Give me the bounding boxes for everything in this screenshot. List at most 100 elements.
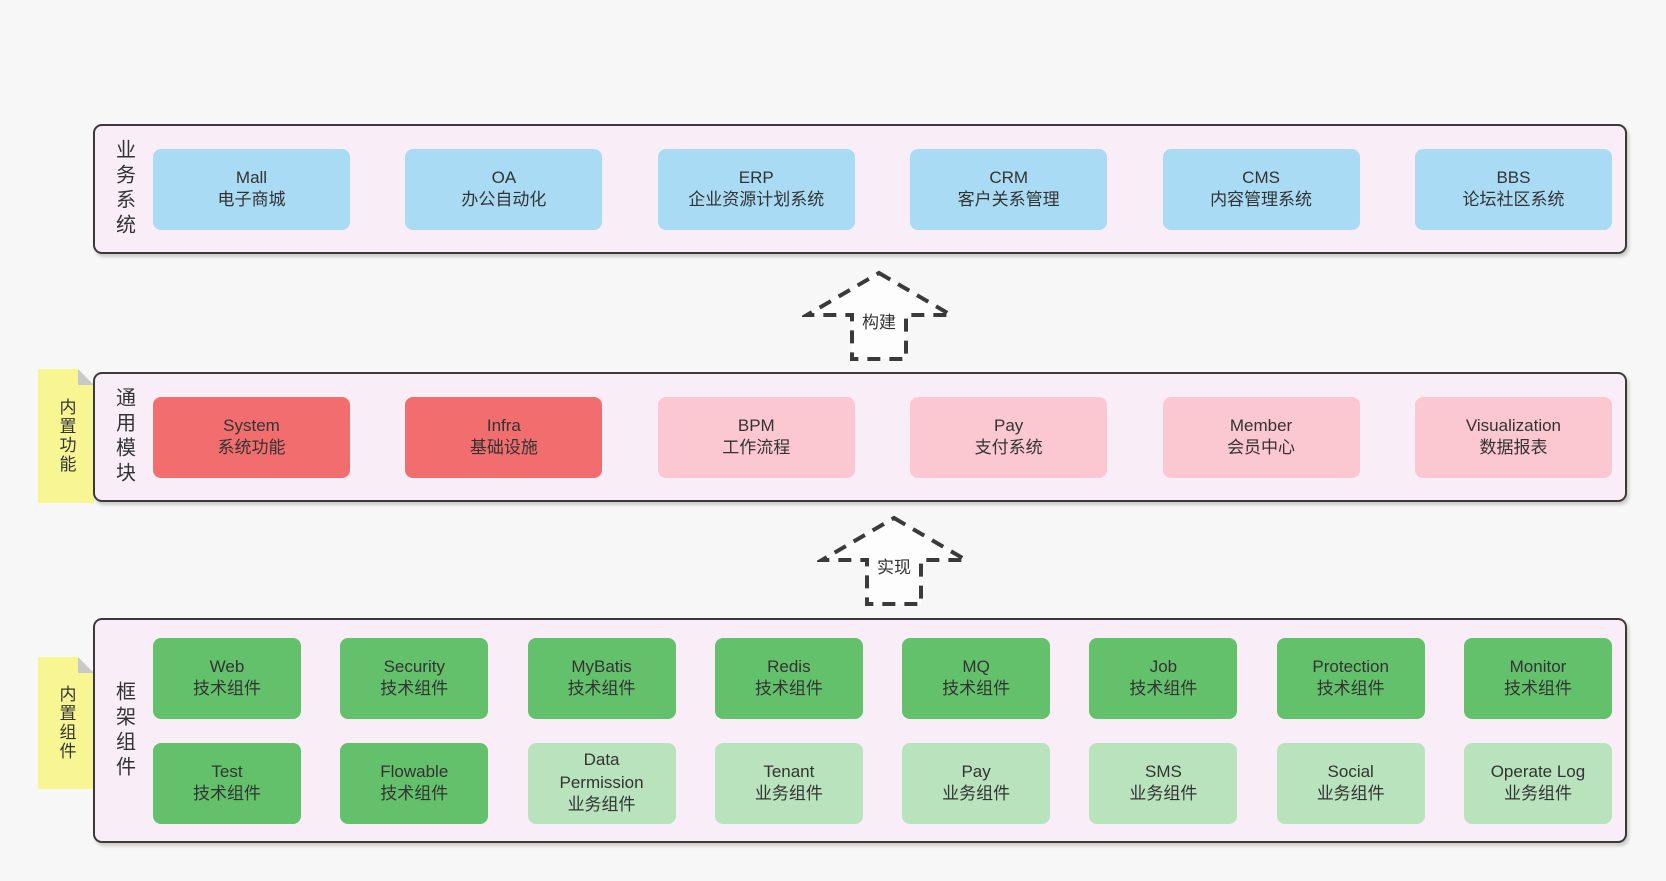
box-subtitle: 会员中心 [1227, 438, 1296, 457]
box-erp: ERP 企业资源计划系统 [657, 148, 855, 230]
box-flowable: Flowable 技术组件 [340, 742, 489, 824]
box-pay: Pay 支付系统 [910, 396, 1108, 478]
section-common-modules: 通用模块 System 系统功能 Infra 基础设施 BPM 工作流程 Pay [93, 372, 1627, 502]
box-web: Web 技术组件 [153, 637, 301, 719]
box-redis: Redis 技术组件 [714, 637, 863, 719]
box-visualization: Visualization 数据报表 [1414, 396, 1612, 478]
box-subtitle: 技术组件 [193, 784, 261, 803]
folded-corner-icon [78, 657, 94, 673]
box-subtitle: 支付系统 [974, 438, 1043, 457]
box-title: Test [211, 761, 243, 781]
box-system: System 系统功能 [153, 396, 350, 478]
box-job: Job 技术组件 [1089, 637, 1238, 719]
box-title: Monitor [1509, 656, 1567, 676]
box-member: Member 会员中心 [1162, 396, 1360, 478]
section-content: System 系统功能 Infra 基础设施 BPM 工作流程 Pay 支付系统… [153, 374, 1625, 500]
tag-label: 内置组件 [56, 685, 76, 761]
box-subtitle: 企业资源计划系统 [688, 190, 825, 209]
box-subtitle: 客户关系管理 [957, 190, 1060, 209]
section-label-column: 业务系统 [95, 126, 153, 252]
box-title: SMS [1144, 761, 1182, 781]
box-subtitle: 技术组件 [380, 679, 449, 698]
arrow-label: 实现 [874, 553, 914, 578]
note-tag-builtin-features: 内置功能 [38, 369, 94, 503]
box-subtitle: 办公自动化 [461, 190, 547, 209]
box-subtitle: 论坛社区系统 [1462, 190, 1565, 209]
box-subtitle: 系统功能 [217, 438, 286, 457]
box-subtitle: 业务组件 [942, 784, 1011, 803]
box-test: Test 技术组件 [153, 742, 301, 824]
box-bbs: BBS 论坛社区系统 [1414, 148, 1612, 230]
box-data-permission: Data Permission 业务组件 [527, 742, 676, 824]
box-title: Job [1149, 656, 1178, 676]
box-row: System 系统功能 Infra 基础设施 BPM 工作流程 Pay 支付系统… [153, 396, 1612, 478]
box-infra: Infra 基础设施 [405, 396, 603, 478]
box-oa: OA 办公自动化 [405, 148, 603, 230]
box-title: MyBatis [571, 656, 632, 676]
box-operate-log: Operate Log 业务组件 [1463, 742, 1612, 824]
box-title: Social [1327, 761, 1374, 781]
box-title: MQ [962, 656, 990, 676]
box-social: Social 业务组件 [1276, 742, 1425, 824]
box-subtitle: 技术组件 [1316, 679, 1385, 698]
box-subtitle: 技术组件 [567, 679, 636, 698]
section-content: Mall 电子商城 OA 办公自动化 ERP 企业资源计划系统 CRM 客户关系… [153, 126, 1625, 252]
section-label: 业务系统 [112, 139, 135, 239]
box-title: Infra [486, 415, 521, 435]
section-business-systems: 业务系统 Mall 电子商城 OA 办公自动化 ERP 企业资源计划系统 CRM [93, 124, 1627, 254]
box-title: Protection [1312, 656, 1389, 676]
box-row: Test 技术组件 Flowable 技术组件 Data Permission … [153, 742, 1612, 824]
box-title: Pay [961, 761, 991, 781]
box-title: Member [1229, 415, 1293, 435]
box-title: Flowable [380, 761, 449, 781]
box-pay-business: Pay 业务组件 [902, 742, 1051, 824]
box-title: Data Permission [559, 750, 644, 792]
section-label-column: 框架组件 [95, 620, 153, 841]
section-label: 通用模块 [112, 387, 135, 487]
section-framework-components: 框架组件 Web 技术组件 Security 技术组件 MyBatis 技术组件… [93, 618, 1627, 843]
box-title: ERP [738, 167, 774, 187]
box-mq: MQ 技术组件 [902, 637, 1051, 719]
section-label-column: 通用模块 [95, 374, 153, 500]
box-security: Security 技术组件 [340, 637, 489, 719]
box-subtitle: 数据报表 [1479, 438, 1548, 457]
note-tag-builtin-components: 内置组件 [38, 657, 94, 789]
box-title: OA [491, 167, 517, 187]
box-tenant: Tenant 业务组件 [714, 742, 863, 824]
arrow-label: 构建 [859, 308, 899, 333]
box-title: Visualization [1465, 415, 1562, 435]
box-subtitle: 业务组件 [1316, 784, 1385, 803]
box-subtitle: 业务组件 [1503, 784, 1572, 803]
box-title: BBS [1496, 167, 1531, 187]
box-title: CRM [989, 167, 1029, 187]
box-subtitle: 内容管理系统 [1210, 190, 1313, 209]
box-title: Web [209, 656, 245, 676]
box-cms: CMS 内容管理系统 [1162, 148, 1360, 230]
box-subtitle: 技术组件 [1503, 679, 1572, 698]
box-subtitle: 电子商城 [217, 190, 286, 209]
box-row: Mall 电子商城 OA 办公自动化 ERP 企业资源计划系统 CRM 客户关系… [153, 148, 1612, 230]
section-content: Web 技术组件 Security 技术组件 MyBatis 技术组件 Redi… [153, 620, 1625, 841]
box-monitor: Monitor 技术组件 [1463, 637, 1612, 719]
box-title: Operate Log [1490, 761, 1586, 781]
box-subtitle: 技术组件 [1129, 679, 1198, 698]
box-mybatis: MyBatis 技术组件 [527, 637, 676, 719]
box-subtitle: 业务组件 [1129, 784, 1198, 803]
box-title: Security [383, 656, 445, 676]
box-subtitle: 业务组件 [567, 795, 636, 815]
box-crm: CRM 客户关系管理 [910, 148, 1108, 230]
folded-corner-icon [78, 369, 94, 385]
box-subtitle: 基础设施 [469, 438, 538, 457]
box-subtitle: 技术组件 [942, 679, 1011, 698]
box-subtitle: 技术组件 [754, 679, 823, 698]
box-subtitle: 技术组件 [380, 784, 449, 803]
box-subtitle: 工作流程 [722, 438, 791, 457]
section-label: 框架组件 [112, 680, 135, 781]
box-title: Pay [994, 415, 1024, 435]
box-row: Web 技术组件 Security 技术组件 MyBatis 技术组件 Redi… [153, 637, 1612, 719]
box-subtitle: 业务组件 [754, 784, 823, 803]
arrow-up-build: 构建 [802, 268, 956, 364]
box-mall: Mall 电子商城 [153, 148, 350, 230]
box-title: Tenant [763, 761, 815, 781]
